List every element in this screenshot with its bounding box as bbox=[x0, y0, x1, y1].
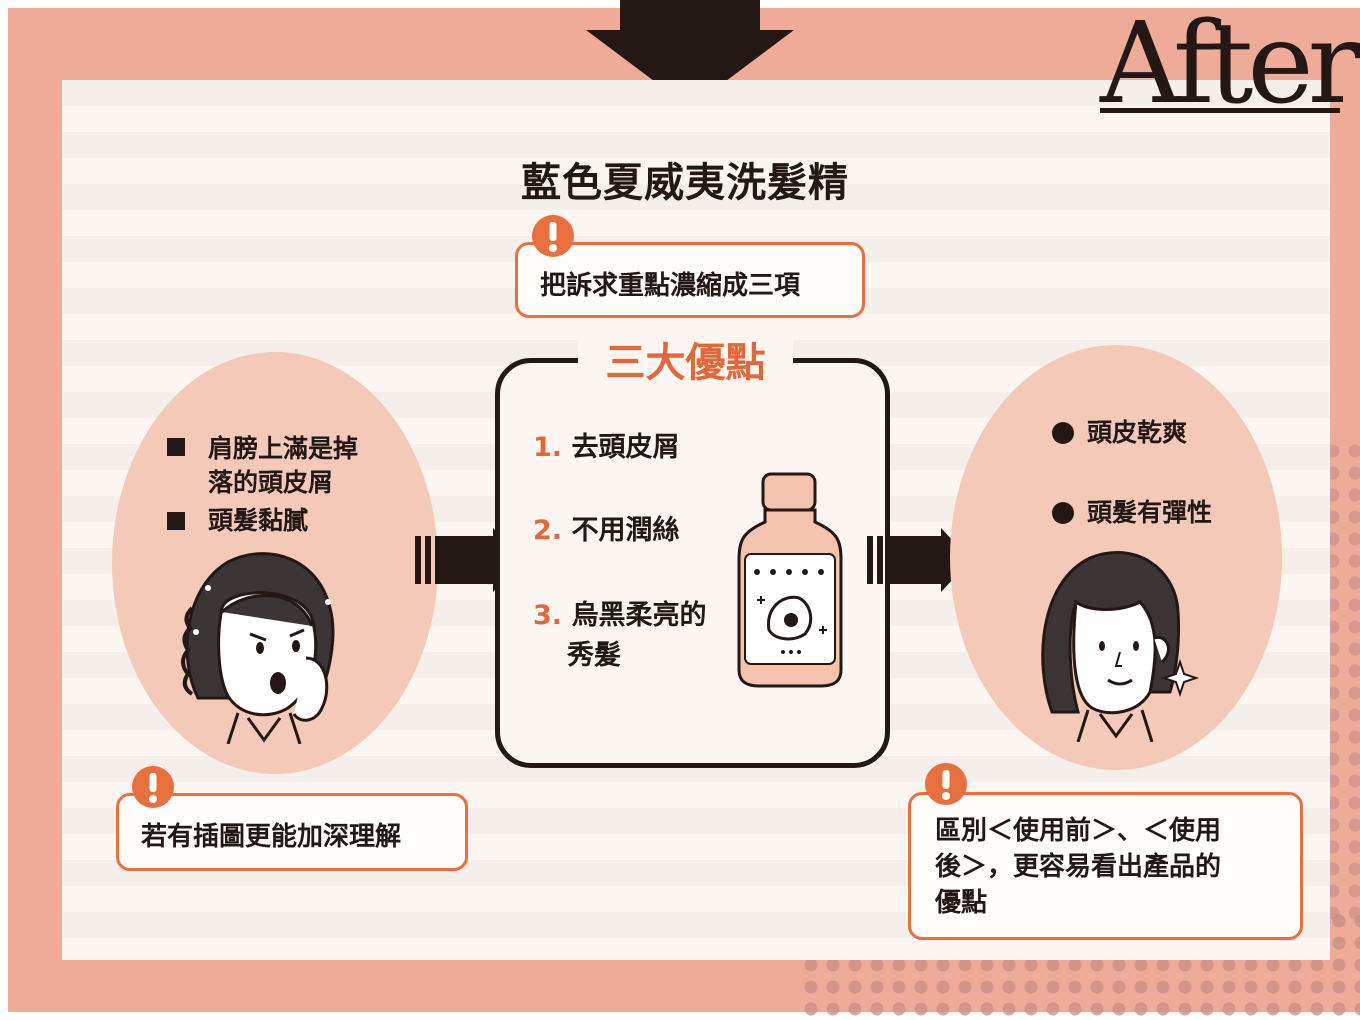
girl-with-dandruff-icon bbox=[181, 552, 335, 744]
callout-right: 區別＜使用前＞、＜使用 後＞，更容易看出產品的 優點 bbox=[908, 792, 1303, 940]
before-bullet-2-line-1: 頭髮黏膩 bbox=[208, 506, 309, 535]
callout-top: 把訴求重點濃縮成三項 bbox=[515, 242, 865, 318]
after-bullet-dot bbox=[1052, 422, 1074, 444]
exclamation-icon bbox=[925, 763, 967, 805]
before-bullet-1: 肩膀上滿是掉 落的頭皮屑 bbox=[208, 432, 358, 500]
exclamation-icon bbox=[132, 766, 174, 808]
advantage-item-2: 2. 不用潤絲 bbox=[533, 511, 679, 551]
advantage-text: 秀髮 bbox=[567, 640, 621, 671]
after-bullet-2: 頭髮有彈性 bbox=[1087, 498, 1213, 527]
advantages-title: 三大優點 bbox=[578, 330, 793, 388]
advantage-number: 2. bbox=[533, 515, 563, 546]
after-bullet-1: 頭皮乾爽 bbox=[1087, 418, 1188, 447]
advantage-text: 不用潤絲 bbox=[571, 515, 680, 546]
advantage-text: 烏黑柔亮的 bbox=[571, 600, 707, 631]
before-bullet-square bbox=[167, 512, 185, 530]
shampoo-bottle-icon bbox=[737, 472, 843, 688]
before-bullet-square bbox=[167, 438, 185, 456]
advantage-text: 去頭皮屑 bbox=[571, 432, 680, 463]
callout-right-line-2: 後＞，更容易看出產品的 bbox=[935, 852, 1222, 882]
exclamation-icon bbox=[532, 215, 574, 257]
before-bullet-1-line-1: 肩膀上滿是掉 bbox=[208, 434, 359, 463]
down-arrow-icon bbox=[586, 0, 794, 108]
callout-left: 若有插圖更能加深理解 bbox=[116, 793, 468, 871]
advantage-item-3: 3. 烏黑柔亮的 秀髮 bbox=[533, 596, 706, 676]
advantage-number: 1. bbox=[533, 432, 563, 463]
advantage-number: 3. bbox=[533, 600, 563, 631]
after-bullet-dot bbox=[1052, 502, 1074, 524]
before-bullet-2: 頭髮黏膩 bbox=[208, 504, 308, 538]
after-underline bbox=[1100, 108, 1340, 113]
callout-right-line-1: 區別＜使用前＞、＜使用 bbox=[935, 816, 1222, 846]
after-label: After bbox=[1100, 0, 1360, 129]
callout-right-line-3: 優點 bbox=[935, 888, 988, 918]
girl-with-clean-hair-icon bbox=[1041, 551, 1200, 742]
callout-left-text: 若有插圖更能加深理解 bbox=[141, 822, 402, 852]
advantage-item-1: 1. 去頭皮屑 bbox=[533, 428, 679, 468]
page-title: 藍色夏威夷洗髮精 bbox=[521, 160, 849, 206]
callout-top-text: 把訴求重點濃縮成三項 bbox=[540, 271, 801, 301]
before-bullet-1-line-2: 落的頭皮屑 bbox=[208, 468, 334, 497]
